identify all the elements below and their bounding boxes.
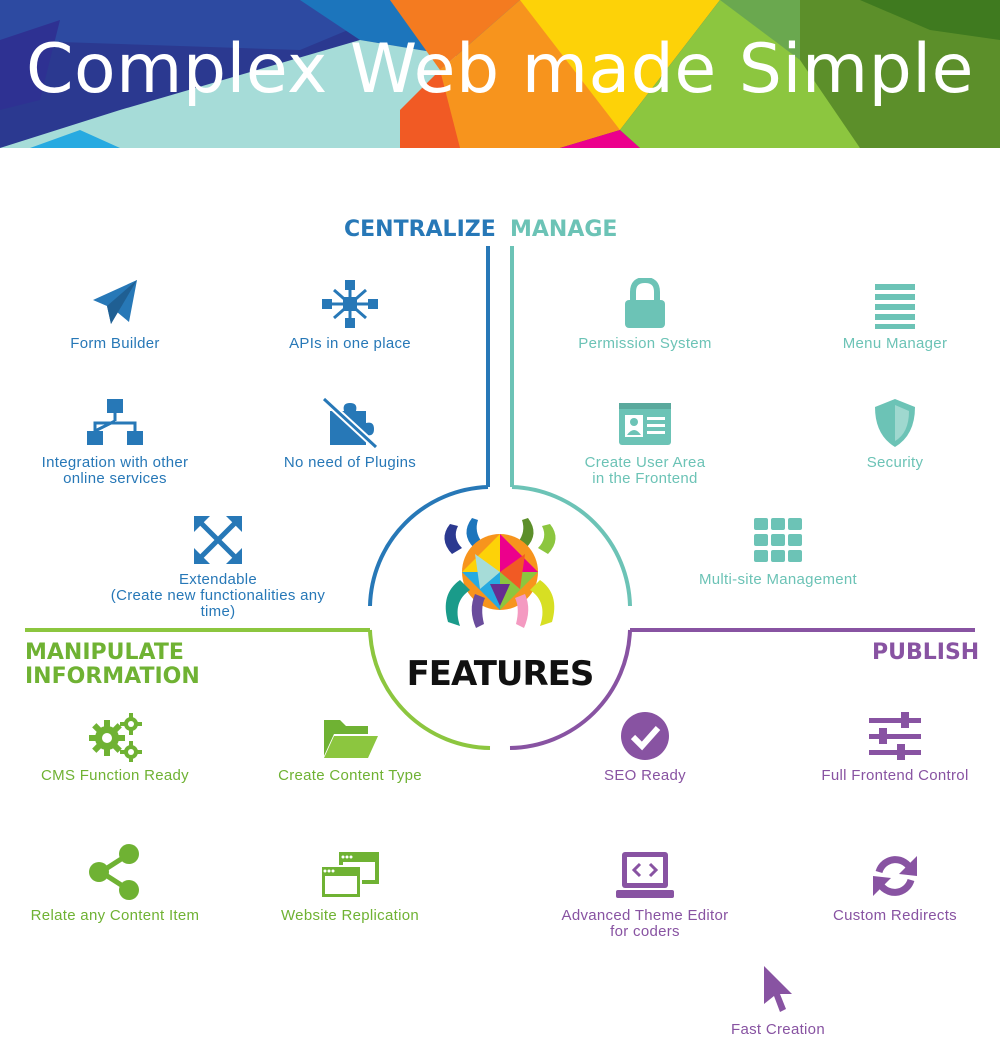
feature-content-type: Create Content Type — [235, 710, 465, 784]
feature-menu-manager: Menu Manager — [780, 278, 1000, 352]
laptop-code-icon — [616, 852, 674, 898]
feature-label: Security — [866, 454, 924, 471]
banner-background — [0, 0, 1000, 148]
no-puzzle-icon — [321, 397, 379, 449]
banner-title: Complex Web made Simple — [26, 30, 974, 109]
feature-label: Form Builder — [70, 335, 160, 352]
menu-bars-icon — [875, 284, 915, 329]
sliders-icon — [869, 712, 921, 760]
feature-label: Advanced Theme Editor for coders — [561, 907, 729, 940]
section-title-manipulate: MANIPULATE INFORMATION — [25, 641, 200, 689]
feature-label: APIs in one place — [289, 335, 411, 352]
id-card-icon — [619, 403, 671, 445]
section-title-centralize: CENTRALIZE — [344, 217, 496, 242]
section-title-manage: MANAGE — [510, 217, 618, 242]
expand-arrows-icon — [194, 516, 242, 564]
section-title-line: INFORMATION — [25, 664, 200, 689]
header-banner: Complex Web made Simple — [0, 0, 1000, 148]
feature-label: Relate any Content Item — [30, 907, 200, 924]
sync-icon — [873, 856, 917, 896]
feature-label: Create User Area in the Frontend — [584, 454, 706, 487]
grid-icon — [754, 518, 802, 562]
feature-label: Create Content Type — [278, 767, 422, 784]
feature-extendable: Extendable (Create new functionalities a… — [103, 514, 333, 620]
feature-label: Permission System — [578, 335, 712, 352]
feature-label: Fast Creation — [731, 1021, 825, 1038]
feature-seo-ready: SEO Ready — [530, 710, 760, 784]
feature-cms-function: CMS Function Ready — [0, 710, 230, 784]
lock-icon — [625, 278, 665, 328]
feature-relate-content: Relate any Content Item — [0, 842, 230, 924]
share-icon — [89, 844, 139, 900]
gears-icon — [89, 713, 142, 762]
feature-label: Website Replication — [281, 907, 419, 924]
section-title-line: MANIPULATE — [25, 640, 184, 665]
center-title: FEATURES — [406, 654, 595, 694]
feature-fast-creation: Fast Creation — [663, 964, 893, 1038]
feature-label: SEO Ready — [604, 767, 686, 784]
feature-security: Security — [780, 397, 1000, 471]
feature-multi-site: Multi-site Management — [663, 514, 893, 588]
sitemap-icon — [87, 399, 143, 445]
feature-label: Multi-site Management — [698, 571, 858, 588]
feature-website-replication: Website Replication — [235, 850, 465, 924]
feature-label: Extendable (Create new functionalities a… — [110, 571, 326, 620]
feature-label: No need of Plugins — [283, 454, 417, 471]
folder-open-icon — [324, 720, 378, 758]
feature-user-area: Create User Area in the Frontend — [530, 397, 760, 487]
feature-no-plugins: No need of Plugins — [235, 397, 465, 471]
logo-mascot — [444, 518, 556, 628]
shield-icon — [875, 399, 915, 447]
paper-plane-icon — [93, 280, 137, 324]
network-hub-icon — [322, 280, 378, 328]
feature-label: Integration with other online services — [41, 454, 189, 487]
feature-label: CMS Function Ready — [41, 767, 189, 784]
feature-form-builder: Form Builder — [0, 278, 230, 352]
windows-icon — [320, 852, 379, 899]
feature-custom-redirects: Custom Redirects — [780, 850, 1000, 924]
feature-label: Menu Manager — [842, 335, 948, 352]
feature-theme-editor: Advanced Theme Editor for coders — [530, 850, 760, 940]
feature-permission-system: Permission System — [530, 278, 760, 352]
feature-label: Full Frontend Control — [821, 767, 969, 784]
check-circle-icon — [621, 712, 669, 760]
feature-label: Custom Redirects — [832, 907, 957, 924]
feature-integration: Integration with other online services — [0, 397, 230, 487]
feature-apis: APIs in one place — [235, 278, 465, 352]
section-title-publish: PUBLISH — [872, 640, 980, 665]
cursor-icon — [764, 966, 792, 1012]
feature-frontend-control: Full Frontend Control — [780, 710, 1000, 784]
